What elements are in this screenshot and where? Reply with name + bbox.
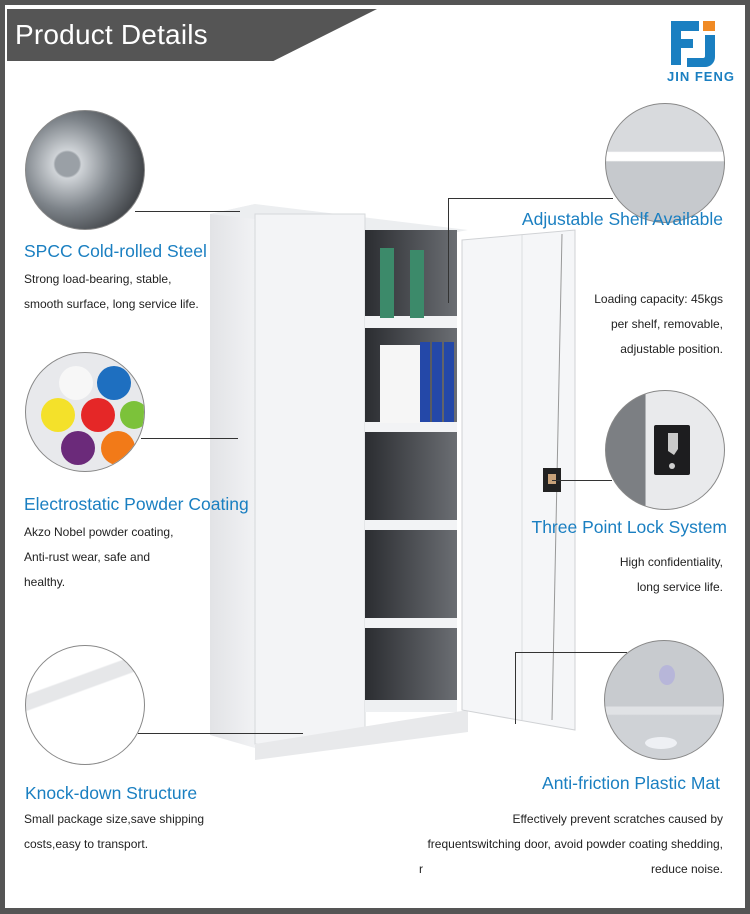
- desc-line: per shelf, removable,: [610, 317, 723, 331]
- panel-corner-image: [25, 645, 145, 765]
- desc-line: Effectively prevent scratches caused by: [512, 812, 723, 826]
- feature-title-mat: Anti-friction Plastic Mat: [542, 773, 720, 793]
- feature-title-coating: Electrostatic Powder Coating: [24, 494, 249, 514]
- feature-desc-shelf: Loading capacity: 45kgs per shelf, remov…: [594, 287, 723, 362]
- feature-desc-knockdown: Small package size,save shipping costs,e…: [24, 807, 204, 857]
- feature-title-steel: SPCC Cold-rolled Steel: [24, 241, 207, 261]
- page-title: Product Details: [15, 19, 208, 50]
- desc-line: Strong load-bearing, stable,: [24, 272, 172, 286]
- cabinet-illustration: [200, 200, 580, 760]
- header-banner: Product Details: [7, 9, 377, 61]
- desc-line: Akzo Nobel powder coating,: [24, 525, 174, 539]
- feature-desc-mat: Effectively prevent scratches caused by …: [427, 807, 723, 882]
- stray-character: r: [419, 862, 423, 876]
- feature-desc-coating: Akzo Nobel powder coating, Anti-rust wea…: [24, 520, 173, 595]
- plastic-bumper-image: [604, 640, 724, 760]
- powder-pots-image: [25, 352, 145, 472]
- powder-colors-icon: [41, 366, 144, 465]
- lock-icon: [654, 425, 690, 475]
- feature-desc-steel: Strong load-bearing, stable, smooth surf…: [24, 267, 199, 317]
- coating-leader-line: [141, 438, 238, 439]
- desc-line: adjustable position.: [620, 342, 723, 356]
- shelf-leader-line-h: [448, 198, 613, 199]
- feature-title-lock: Three Point Lock System: [531, 517, 728, 537]
- steel-coil-image: [25, 110, 145, 230]
- feature-desc-lock: High confidentiality, long service life.: [620, 550, 723, 600]
- mat-leader-line-v: [515, 652, 516, 724]
- bumper-icon: [645, 665, 677, 749]
- desc-line: smooth surface, long service life.: [24, 297, 199, 311]
- feature-title-knockdown: Knock-down Structure: [25, 783, 198, 803]
- brand-logo: JIN FENG: [655, 17, 745, 89]
- product-details-canvas: Product Details JIN FENG: [5, 5, 745, 908]
- desc-line: frequentswitching door, avoid powder coa…: [427, 837, 723, 851]
- shelf-bracket-image: [605, 103, 725, 223]
- jin-feng-logo-icon: [671, 21, 715, 67]
- steel-leader-line: [135, 211, 240, 212]
- shelf-leader-line-v: [448, 198, 449, 303]
- mat-leader-line-h: [515, 652, 627, 653]
- desc-line: High confidentiality,: [619, 555, 723, 569]
- desc-line: Anti-rust wear, safe and: [24, 550, 151, 564]
- desc-line: healthy.: [24, 575, 66, 589]
- steel-cabinet-image: [210, 204, 576, 760]
- knockdown-leader-line: [138, 733, 303, 734]
- desc-line: Loading capacity: 45kgs: [594, 292, 723, 306]
- lock-leader-line: [552, 480, 612, 481]
- desc-line: long service life.: [636, 580, 723, 594]
- feature-title-shelf: Adjustable Shelf Available: [521, 209, 723, 229]
- desc-line: costs,easy to transport.: [24, 837, 149, 851]
- desc-line: Small package size,save shipping: [24, 812, 205, 826]
- door-lock-image: [605, 390, 725, 510]
- desc-line: reduce noise.: [650, 862, 723, 876]
- brand-name: JIN FENG: [667, 69, 735, 84]
